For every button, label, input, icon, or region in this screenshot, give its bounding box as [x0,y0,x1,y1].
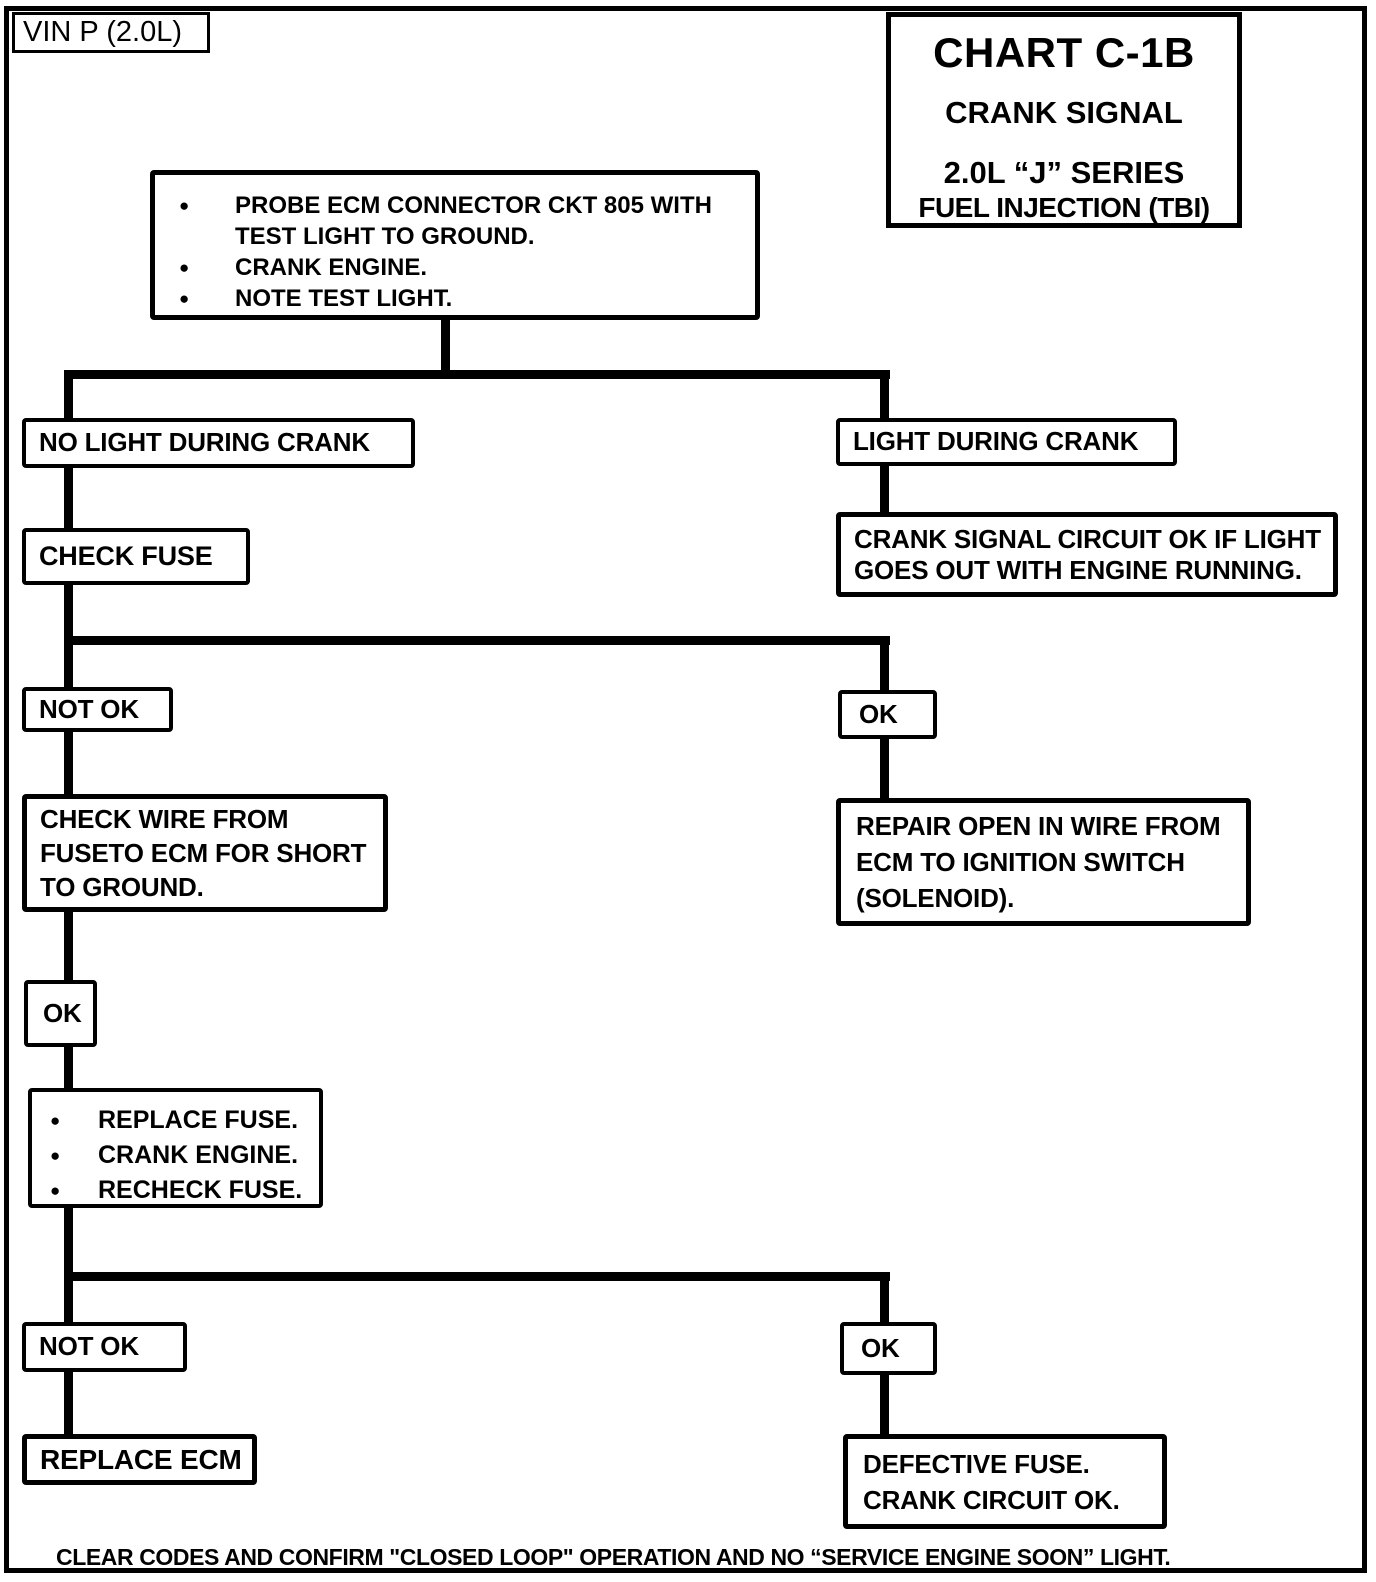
node-start-instructions: ● PROBE ECM CONNECTOR CKT 805 WITH TEST … [150,170,760,320]
connector-right-branch-3 [880,1279,889,1324]
node-repair-open-wire: REPAIR OPEN IN WIRE FROM ECM TO IGNITION… [836,798,1251,926]
chart-fuel-system: FUEL INJECTION (TBI) [918,192,1210,223]
connector-not-ok-to-replace-ecm [64,1370,73,1436]
start-bullet-3: ● NOTE TEST LIGHT. [179,283,745,314]
connector-ok-to-replace-fuse [64,1045,73,1091]
replace-fuse-bullet-1-text: REPLACE FUSE. [98,1106,299,1134]
connector-light-to-result [880,464,889,514]
footer-note: CLEAR CODES AND CONFIRM "CLOSED LOOP" OP… [56,1544,1171,1570]
replace-fuse-bullet-3-text: RECHECK FUSE. [98,1176,303,1204]
chart-title: CHART C-1B [933,29,1195,76]
branch-line-top [64,370,890,379]
node-text: CHECK FUSE [39,541,213,572]
node-text: REPAIR OPEN IN WIRE FROM ECM TO IGNITION… [856,811,1221,913]
bullet-icon: ● [50,1181,61,1200]
node-text: CRANK SIGNAL CIRCUIT OK IF LIGHT GOES OU… [854,523,1321,585]
connector-start-down [441,318,450,375]
bullet-icon: ● [179,258,190,277]
node-not-ok-1: NOT OK [22,687,173,732]
start-bullet-3-text: NOTE TEST LIGHT. [235,285,453,312]
connector-right-branch-1 [880,374,889,420]
node-text: CHECK WIRE FROM FUSETO ECM FOR SHORT TO … [40,804,367,902]
chart-engine-series: 2.0L “J” SERIES [943,155,1185,190]
replace-fuse-bullet-1: ● REPLACE FUSE. [50,1103,313,1138]
replace-fuse-bullet-2: ● CRANK ENGINE. [50,1138,313,1173]
branch-line-bottom [64,1272,890,1281]
chart-subtitle: CRANK SIGNAL [945,95,1183,130]
node-not-ok-2: NOT OK [22,1322,187,1372]
node-ok-3: OK [840,1322,937,1375]
bullet-icon: ● [179,289,190,308]
node-text: LIGHT DURING CRANK [853,426,1139,457]
node-replace-fuse-steps: ● REPLACE FUSE. ● CRANK ENGINE. ● RECHEC… [28,1088,323,1208]
node-defective-fuse: DEFECTIVE FUSE. CRANK CIRCUIT OK. [843,1434,1167,1529]
node-text: OK [861,1332,900,1363]
bullet-icon: ● [50,1146,61,1165]
connector-ok-to-repair [880,737,889,801]
start-bullet-1: ● PROBE ECM CONNECTOR CKT 805 WITH TEST … [179,190,745,252]
node-text: NOT OK [39,693,139,724]
node-crank-signal-circuit-ok: CRANK SIGNAL CIRCUIT OK IF LIGHT GOES OU… [836,512,1338,597]
node-no-light-during-crank: NO LIGHT DURING CRANK [22,418,415,468]
connector-left-branch-1 [64,374,73,420]
node-text: NO LIGHT DURING CRANK [39,427,370,458]
node-light-during-crank: LIGHT DURING CRANK [836,418,1177,466]
branch-line-middle [64,636,890,645]
connector-check-fuse-down [64,583,73,640]
replace-fuse-bullet-3: ● RECHECK FUSE. [50,1173,313,1208]
node-text: OK [859,698,898,729]
node-text: OK [43,997,82,1028]
start-bullet-1-text: PROBE ECM CONNECTOR CKT 805 WITH TEST LI… [235,192,712,250]
node-text: NOT OK [39,1331,139,1362]
bullet-icon: ● [179,196,190,215]
page-border-frame [4,6,1367,1573]
node-replace-ecm: REPLACE ECM [22,1434,257,1485]
connector-right-branch-2 [880,643,889,693]
node-ok-1: OK [838,690,937,739]
connector-not-ok-to-check-wire [64,730,73,796]
connector-left-branch-2 [64,643,73,689]
node-check-fuse: CHECK FUSE [22,528,250,585]
vin-label: VIN P (2.0L) [12,12,210,53]
node-ok-2: OK [24,980,97,1047]
node-check-wire: CHECK WIRE FROM FUSETO ECM FOR SHORT TO … [22,794,388,912]
node-text: DEFECTIVE FUSE. CRANK CIRCUIT OK. [863,1448,1120,1515]
node-text: REPLACE ECM [40,1443,242,1475]
start-bullet-2-text: CRANK ENGINE. [235,254,428,281]
start-bullet-2: ● CRANK ENGINE. [179,252,745,283]
vin-label-text: VIN P (2.0L) [23,16,183,48]
connector-left-branch-3 [64,1279,73,1324]
connector-replace-fuse-down [64,1206,73,1278]
connector-ok-to-defective-fuse [880,1373,889,1436]
bullet-icon: ● [50,1111,61,1130]
connector-no-light-to-check-fuse [64,466,73,530]
connector-check-wire-to-ok [64,910,73,984]
replace-fuse-bullet-2-text: CRANK ENGINE. [98,1141,299,1169]
chart-title-box: CHART C-1B CRANK SIGNAL 2.0L “J” SERIES … [886,12,1242,228]
